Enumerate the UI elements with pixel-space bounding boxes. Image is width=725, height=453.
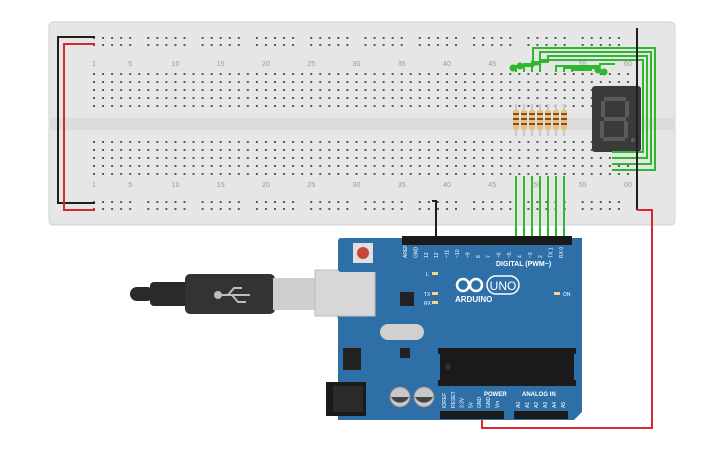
column-number: 10 [172, 61, 180, 68]
reset-button[interactable] [353, 243, 373, 263]
column-number: 15 [217, 61, 225, 68]
led-rx-label: RX [424, 301, 432, 307]
model-label: UNO [490, 279, 517, 293]
column-number: 25 [307, 61, 315, 68]
power-label: POWER [484, 392, 507, 398]
usb-cable[interactable] [130, 274, 315, 314]
digital-pin-label: RX 0 [559, 247, 565, 258]
power-header[interactable] [440, 411, 504, 419]
green-wire[interactable] [515, 47, 656, 171]
analog-pin-label: A3 [543, 402, 549, 408]
seven-segment-digit-icon [600, 97, 635, 142]
column-number: 60 [624, 61, 632, 68]
led-l-label: L [426, 272, 429, 278]
analog-header[interactable] [514, 411, 568, 419]
seven-segment-display[interactable] [592, 86, 641, 152]
analog-pin-label: A1 [525, 402, 531, 408]
digital-pin-label: TX 1 [549, 247, 555, 258]
resistor-array[interactable] [513, 104, 567, 136]
column-number: 40 [443, 182, 451, 189]
green-wire[interactable] [555, 63, 615, 72]
digital-pin-label: ~11 [445, 250, 451, 258]
power-jack[interactable] [326, 382, 366, 416]
green-wire[interactable] [563, 67, 598, 72]
column-number: 20 [262, 61, 270, 68]
column-number: 55 [579, 182, 587, 189]
digital-pin-label: 13 [424, 252, 430, 258]
digital-pin-label: AREF [403, 245, 409, 258]
power-pin-label: 3.3V [460, 397, 466, 408]
gnd-wire[interactable] [432, 200, 437, 240]
usb-chip [400, 292, 414, 306]
digital-pin-label: 7 [486, 255, 492, 258]
power-pin-label: IOREF [442, 393, 448, 408]
led-tx-label: TX [424, 292, 431, 298]
digital-pin-label: ~5 [507, 252, 513, 258]
digital-pin-label: ~9 [465, 252, 471, 258]
column-number: 25 [307, 182, 315, 189]
5v-wire[interactable] [481, 209, 653, 429]
analog-pin-label: A4 [552, 402, 558, 408]
power-pin-label: Vin [495, 401, 501, 408]
analog-pin-label: A5 [561, 402, 567, 408]
arduino-logo: ARDUINO UNO [455, 275, 520, 304]
power-pin-label: RESET [451, 391, 457, 408]
column-number: 30 [353, 61, 361, 68]
digital-pin-label: ~6 [497, 252, 503, 258]
column-number: 40 [443, 61, 451, 68]
analog-pin-label: A2 [534, 402, 540, 408]
column-number: 1 [92, 61, 96, 68]
green-wires-to-arduino[interactable] [515, 176, 565, 240]
digital-pin-label: 12 [434, 252, 440, 258]
column-number: 5 [128, 182, 132, 189]
crystal [380, 324, 424, 340]
analog-pin-label: A0 [516, 402, 522, 408]
column-number: 30 [353, 182, 361, 189]
analog-label: ANALOG IN [522, 392, 556, 398]
column-number: 15 [217, 182, 225, 189]
rail-wires-left[interactable] [57, 36, 95, 211]
power-pin-label: 5V [468, 401, 474, 408]
usb-icon [214, 287, 250, 303]
green-wire[interactable] [523, 51, 652, 165]
voltage-regulator [343, 348, 361, 370]
digital-header[interactable] [402, 236, 572, 245]
column-number: 20 [262, 182, 270, 189]
digital-pin-label: ~3 [528, 252, 534, 258]
column-number: 60 [624, 182, 632, 189]
column-number: 55 [579, 61, 587, 68]
column-number: 35 [398, 182, 406, 189]
capacitors [389, 386, 435, 408]
led-on-label: ON [563, 292, 571, 298]
green-wire[interactable] [531, 55, 648, 159]
column-number: 1 [92, 182, 96, 189]
power-pin-label: GND [477, 397, 483, 409]
digital-header-label: DIGITAL (PWM~) [496, 261, 551, 268]
brand-label: ARDUINO [455, 295, 492, 304]
atmega-chip [440, 352, 574, 382]
column-number: 45 [488, 182, 496, 189]
digital-pin-label: 2 [538, 255, 544, 258]
column-number: 45 [488, 61, 496, 68]
column-number: 50 [534, 182, 542, 189]
power-pin-label: GND [486, 397, 492, 409]
arduino-uno-board[interactable]: AREF GND 13 12 ~11 ~10 ~9 8 7 ~6 ~5 4 ~3 2 TX 1 RX 0 DI… [314, 236, 582, 420]
digital-pin-label: GND [413, 247, 419, 259]
digital-pin-label: ~10 [455, 249, 461, 258]
column-number: 10 [172, 182, 180, 189]
digital-pin-label: 8 [476, 255, 482, 258]
column-number: 35 [398, 61, 406, 68]
column-number: 5 [128, 61, 132, 68]
green-wire[interactable] [571, 69, 592, 72]
digital-pin-label: 4 [517, 255, 523, 258]
